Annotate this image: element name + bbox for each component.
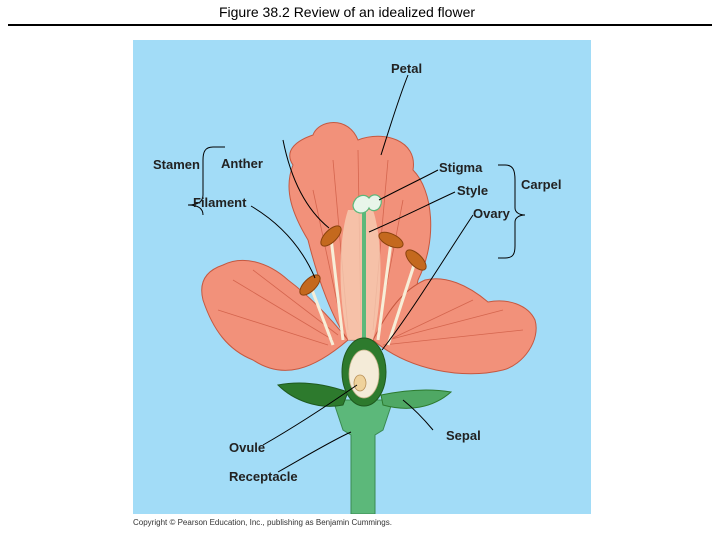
title-divider <box>8 24 712 26</box>
petal-left <box>201 259 349 371</box>
sepal-left <box>276 382 349 407</box>
leader-lines <box>250 74 474 473</box>
sepal-right <box>380 389 453 409</box>
ovule <box>353 374 367 392</box>
stamen-bracket <box>187 146 225 216</box>
label-carpel: Carpel <box>521 177 561 192</box>
petal-center <box>340 210 381 340</box>
label-ovary: Ovary <box>473 206 511 221</box>
label-receptacle: Receptacle <box>229 469 298 484</box>
ovary-inner <box>348 349 380 399</box>
label-sepal: Sepal <box>446 428 481 443</box>
label-ovule: Ovule <box>229 440 265 455</box>
petal-right <box>372 278 537 375</box>
stigma <box>352 194 382 214</box>
label-anther: Anther <box>221 156 263 171</box>
filaments <box>309 237 417 346</box>
label-filament: Filament <box>193 195 247 210</box>
page-title: Figure 38.2 Review of an idealized flowe… <box>218 4 476 20</box>
label-style: Style <box>457 183 488 198</box>
anthers <box>299 225 427 296</box>
receptacle <box>332 399 394 514</box>
flower-diagram: Petal Stamen Anther Filament Stigma Styl… <box>133 40 591 514</box>
label-stigma: Stigma <box>439 160 483 175</box>
label-petal: Petal <box>391 61 422 76</box>
copyright-notice: Copyright © Pearson Education, Inc., pub… <box>133 518 392 527</box>
carpel-bracket <box>498 164 526 259</box>
label-stamen: Stamen <box>153 157 200 172</box>
